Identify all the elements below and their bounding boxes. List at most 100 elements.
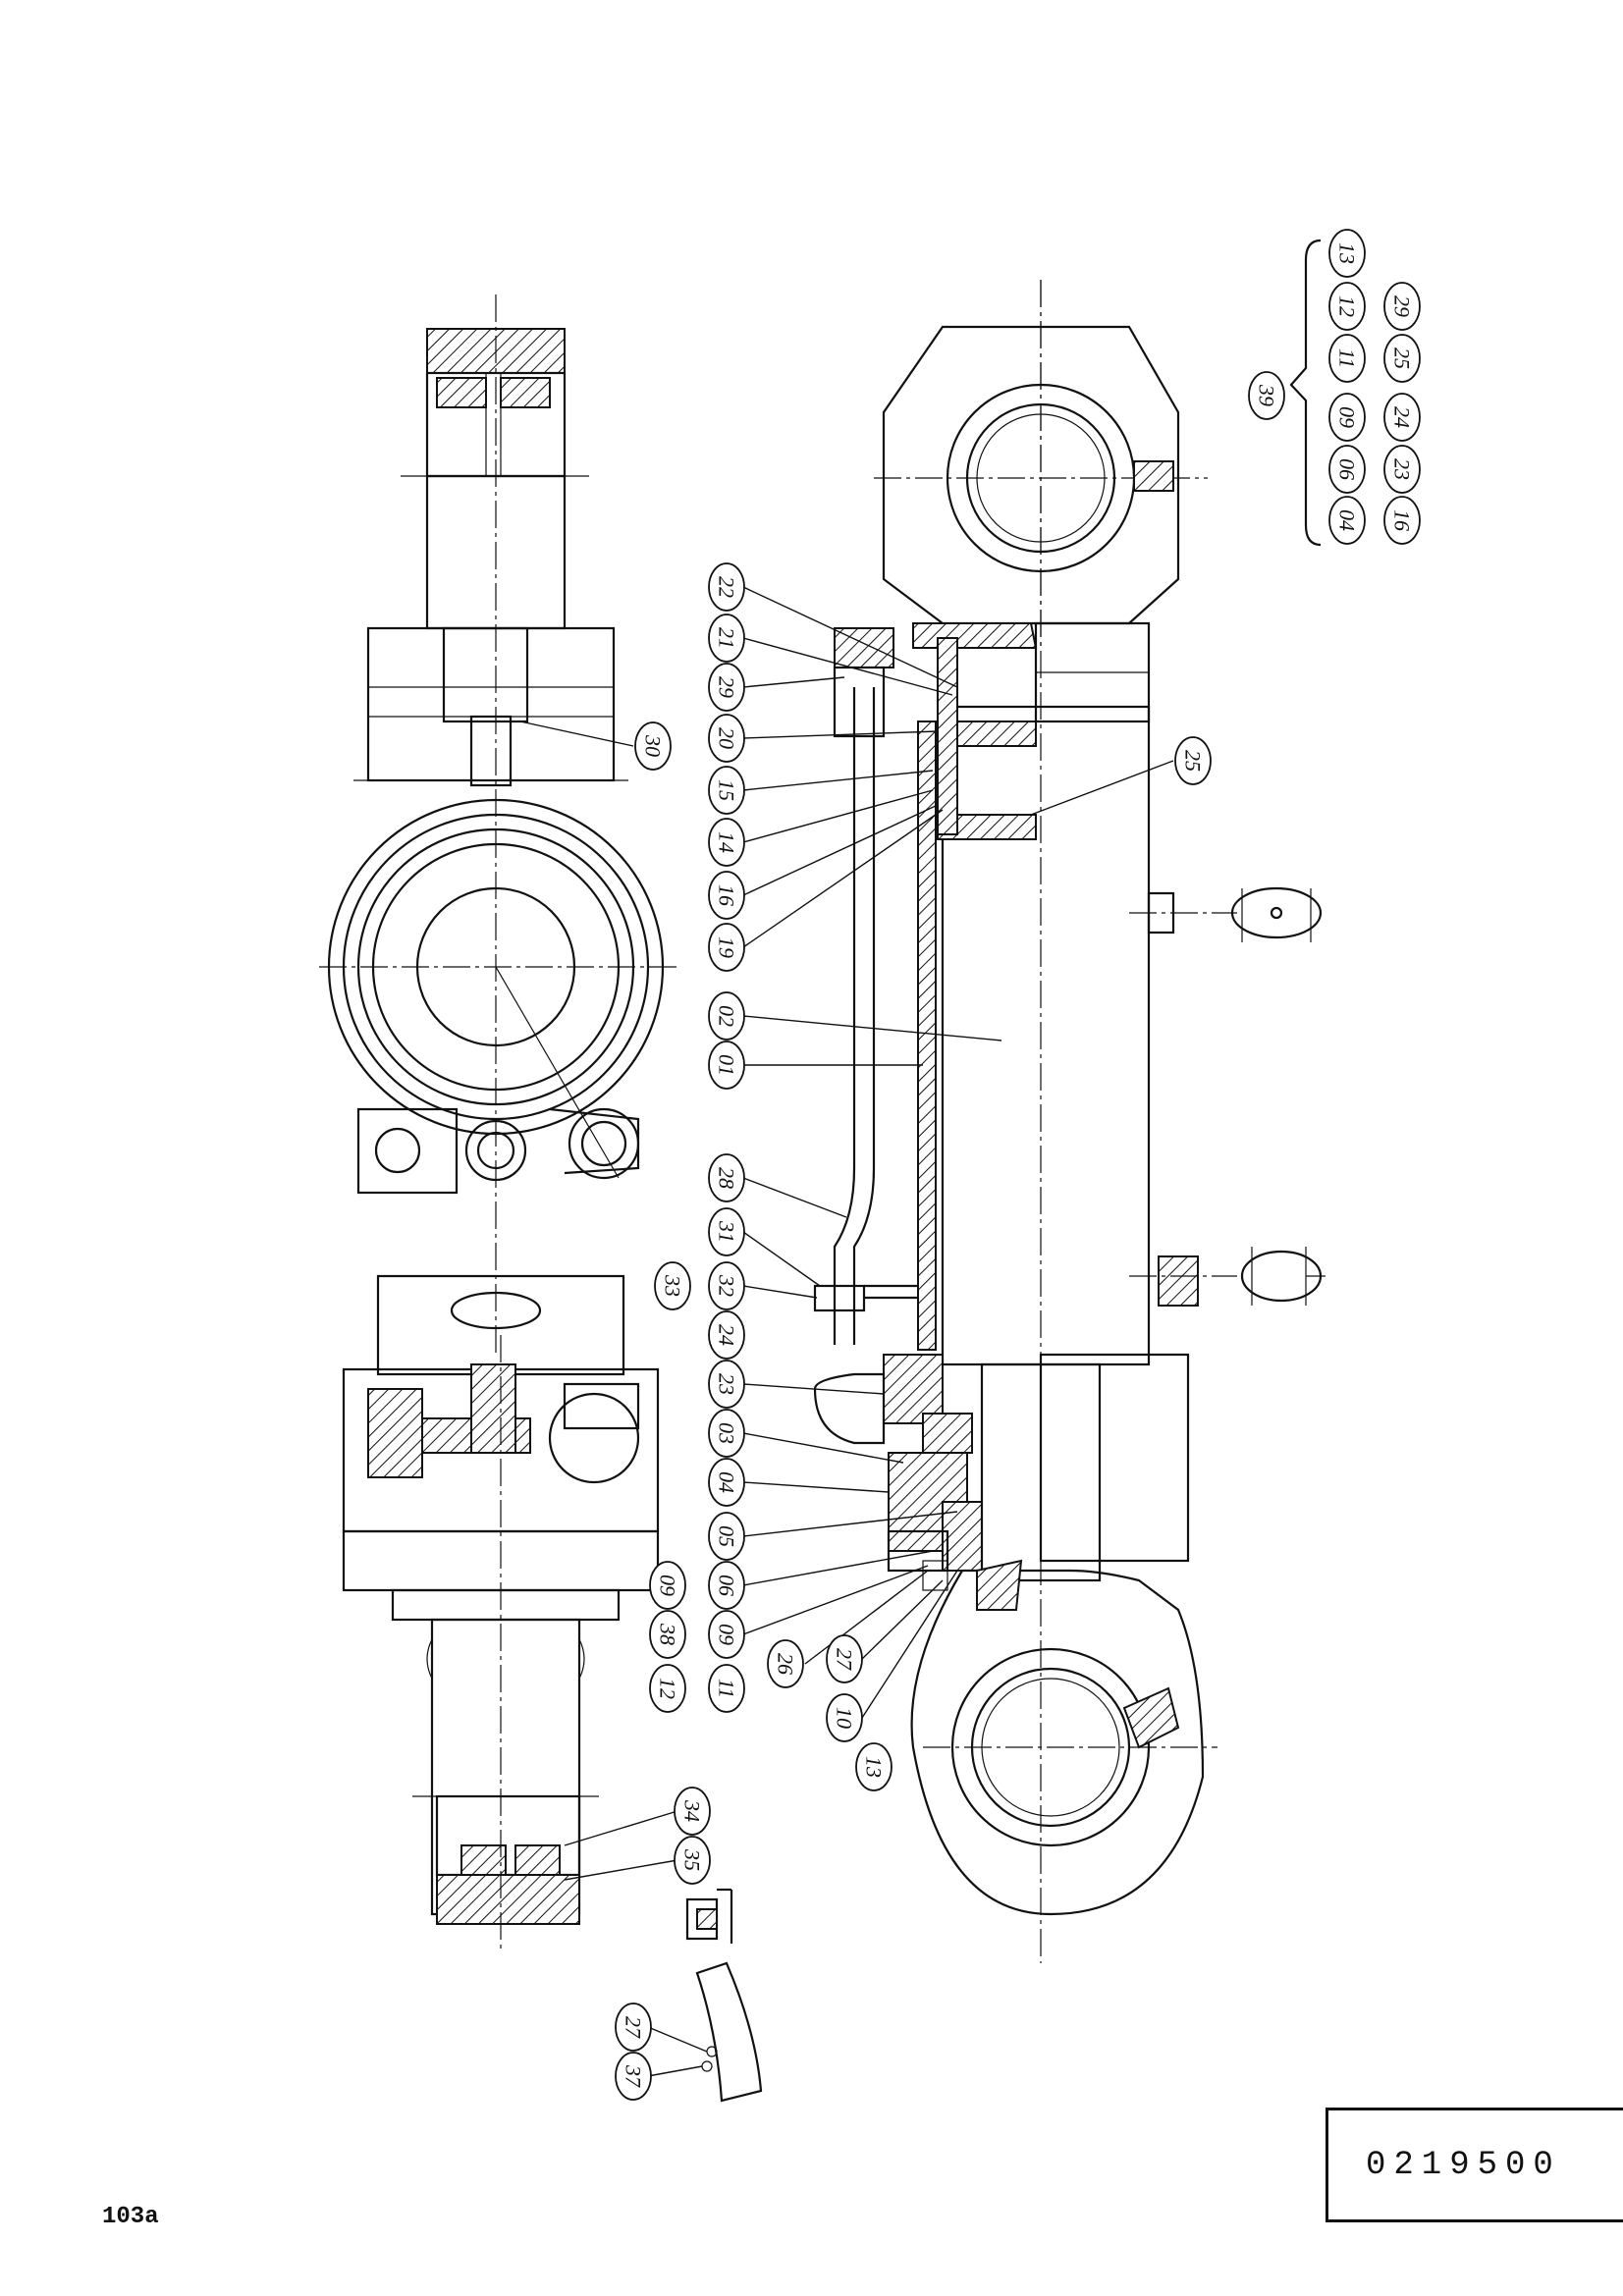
callout-01: 01 bbox=[708, 1041, 745, 1090]
callout-02: 02 bbox=[708, 991, 745, 1041]
kit-item-06: 06 bbox=[1328, 445, 1366, 494]
callout-25: 25 bbox=[1174, 736, 1212, 785]
callout-16-label: 16 bbox=[715, 884, 739, 906]
callout-11-label: 11 bbox=[715, 1679, 739, 1698]
callout-26: 26 bbox=[767, 1639, 804, 1688]
callout-14: 14 bbox=[708, 818, 745, 867]
callout-29: 29 bbox=[708, 663, 745, 712]
callout-01-label: 01 bbox=[715, 1054, 739, 1076]
callout-32-label: 32 bbox=[715, 1274, 739, 1297]
kit-item-16: 16 bbox=[1383, 496, 1421, 545]
end-view bbox=[319, 294, 677, 1953]
callout-30: 30 bbox=[634, 721, 672, 771]
callout-10: 10 bbox=[826, 1693, 863, 1742]
callout-31-label: 31 bbox=[715, 1220, 739, 1243]
callouts: 22 21 29 20 15 14 16 19 02 01 28 31 32 3… bbox=[615, 562, 1212, 2101]
callout-19: 19 bbox=[708, 923, 745, 972]
callout-34: 34 bbox=[674, 1787, 711, 1836]
svg-text:16: 16 bbox=[1390, 509, 1415, 531]
svg-text:12: 12 bbox=[1335, 295, 1360, 317]
callout-04-label: 04 bbox=[715, 1471, 739, 1493]
leader-lines bbox=[519, 586, 1174, 2077]
callout-06-label: 06 bbox=[715, 1575, 739, 1596]
callout-19-label: 19 bbox=[715, 936, 739, 958]
callout-24-label: 24 bbox=[715, 1324, 739, 1346]
main-cylinder-view bbox=[813, 280, 1325, 1963]
callout-23: 23 bbox=[708, 1360, 745, 1409]
callout-03-label: 03 bbox=[715, 1422, 739, 1444]
callout-11: 11 bbox=[708, 1664, 745, 1713]
callout-30-label: 30 bbox=[641, 734, 666, 757]
kit-item-13: 13 bbox=[1328, 229, 1366, 278]
callout-20-label: 20 bbox=[715, 727, 739, 749]
callout-02-label: 02 bbox=[715, 1005, 739, 1027]
svg-text:06: 06 bbox=[1335, 458, 1360, 480]
callout-23-label: 23 bbox=[715, 1373, 739, 1395]
callout-15: 15 bbox=[708, 766, 745, 815]
kit-label-text: 39 bbox=[1255, 384, 1279, 406]
callout-09-b-label: 09 bbox=[715, 1624, 739, 1645]
kit-bracket bbox=[1289, 239, 1322, 547]
callout-27-b-label: 27 bbox=[622, 2016, 646, 2039]
callout-27-b: 27 bbox=[615, 2002, 652, 2052]
callout-21: 21 bbox=[708, 614, 745, 663]
callout-37-label: 37 bbox=[622, 2064, 646, 2088]
callout-35-label: 35 bbox=[680, 1848, 705, 1871]
callout-10-label: 10 bbox=[833, 1707, 857, 1729]
kit-item-12: 12 bbox=[1328, 282, 1366, 331]
callout-24: 24 bbox=[708, 1310, 745, 1360]
svg-text:13: 13 bbox=[1335, 242, 1360, 264]
callout-12-label: 12 bbox=[656, 1678, 680, 1699]
callout-14-label: 14 bbox=[715, 831, 739, 853]
kit-item-09: 09 bbox=[1328, 393, 1366, 442]
svg-text:29: 29 bbox=[1390, 295, 1415, 317]
callout-04: 04 bbox=[708, 1458, 745, 1507]
callout-13-label: 13 bbox=[862, 1756, 887, 1778]
svg-text:09: 09 bbox=[1335, 406, 1360, 428]
callout-22-label: 22 bbox=[715, 576, 739, 598]
callout-38: 38 bbox=[649, 1610, 686, 1659]
callout-32: 32 bbox=[708, 1261, 745, 1310]
callout-28-label: 28 bbox=[715, 1167, 739, 1189]
callout-20: 20 bbox=[708, 714, 745, 763]
kit-item-25: 25 bbox=[1383, 334, 1421, 383]
callout-25-label: 25 bbox=[1181, 750, 1206, 772]
callout-34-label: 34 bbox=[680, 1799, 705, 1822]
callout-09-b: 09 bbox=[708, 1610, 745, 1659]
callout-13: 13 bbox=[855, 1742, 893, 1791]
callout-27-a: 27 bbox=[826, 1634, 863, 1683]
svg-text:25: 25 bbox=[1390, 347, 1415, 369]
svg-text:23: 23 bbox=[1390, 458, 1415, 480]
callout-38-label: 38 bbox=[656, 1623, 680, 1645]
svg-text:11: 11 bbox=[1335, 348, 1360, 368]
kit-item-23: 23 bbox=[1383, 445, 1421, 494]
callout-29-label: 29 bbox=[715, 676, 739, 698]
callout-15-label: 15 bbox=[715, 779, 739, 801]
callout-28: 28 bbox=[708, 1153, 745, 1202]
callout-35: 35 bbox=[674, 1836, 711, 1885]
callout-37: 37 bbox=[615, 2052, 652, 2101]
page-number: 103a bbox=[102, 2204, 159, 2230]
callout-09-a-label: 09 bbox=[656, 1575, 680, 1596]
svg-text:24: 24 bbox=[1390, 406, 1415, 428]
detail-views bbox=[685, 1888, 763, 2103]
callout-16: 16 bbox=[708, 871, 745, 920]
seal-kit-list: 39 04 06 09 11 12 13 16 23 24 25 29 bbox=[1248, 229, 1421, 545]
callout-12: 12 bbox=[649, 1664, 686, 1713]
kit-item-11: 11 bbox=[1328, 334, 1366, 383]
callout-27-a-label: 27 bbox=[833, 1648, 857, 1671]
callout-33: 33 bbox=[654, 1261, 691, 1310]
kit-item-24: 24 bbox=[1383, 393, 1421, 442]
callout-09-a: 09 bbox=[649, 1561, 686, 1610]
callout-26-label: 26 bbox=[774, 1653, 798, 1675]
callout-05: 05 bbox=[708, 1512, 745, 1561]
callout-33-label: 33 bbox=[661, 1274, 685, 1297]
kit-item-04: 04 bbox=[1328, 496, 1366, 545]
callout-31: 31 bbox=[708, 1207, 745, 1256]
callout-21-label: 21 bbox=[715, 627, 739, 649]
callout-06: 06 bbox=[708, 1561, 745, 1610]
kit-item-29: 29 bbox=[1383, 282, 1421, 331]
drawing-number-box: 0219500 bbox=[1325, 2108, 1623, 2222]
callout-22: 22 bbox=[708, 562, 745, 612]
